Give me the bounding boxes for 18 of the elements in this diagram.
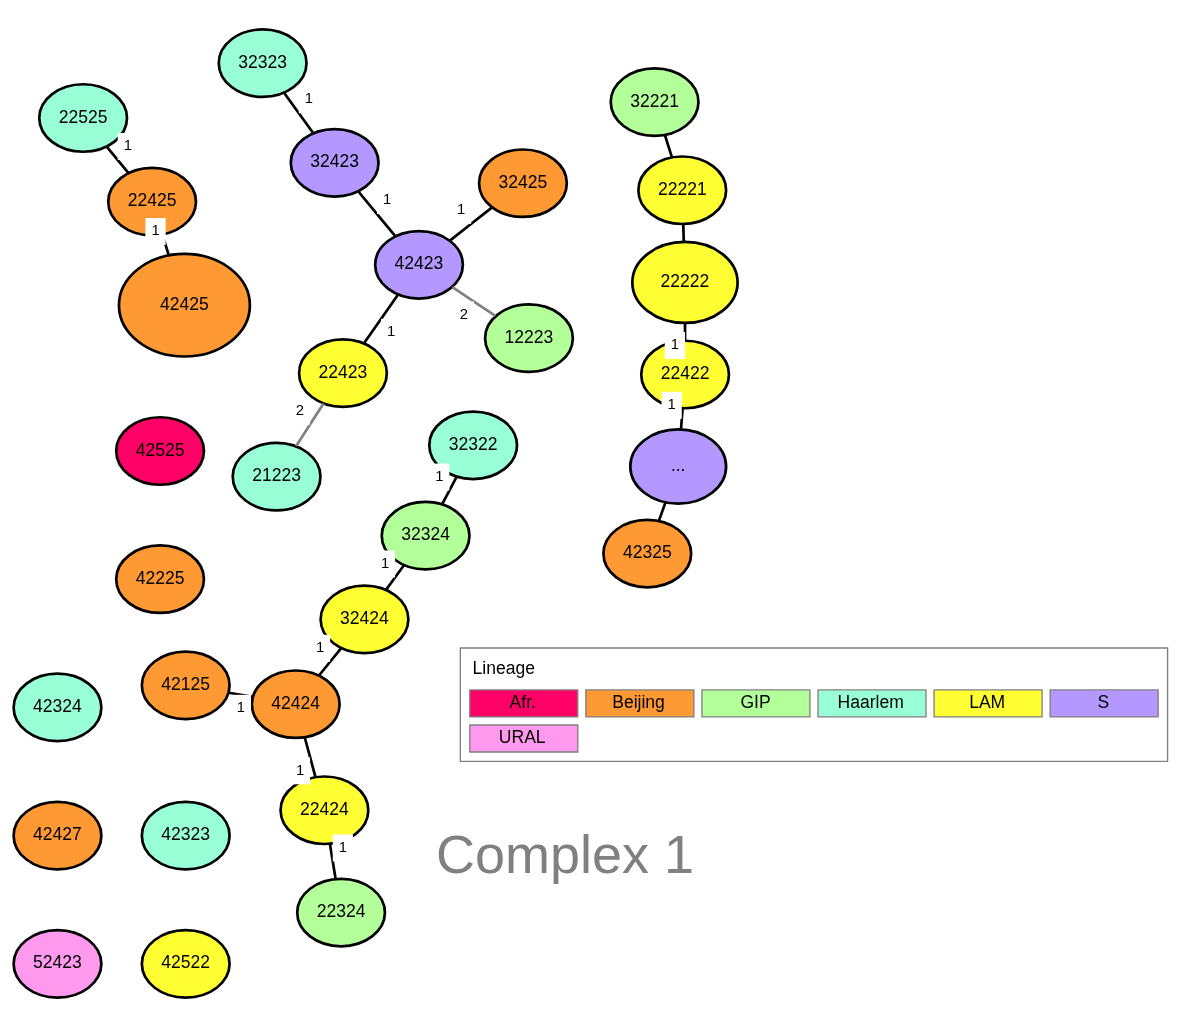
legend-label: GIP xyxy=(740,691,771,712)
edge-label: 1 xyxy=(151,221,160,238)
legend-label: URAL xyxy=(498,726,546,747)
edge-label: 1 xyxy=(383,190,392,207)
edge-label: 1 xyxy=(667,395,676,412)
edge-label: 1 xyxy=(670,335,680,352)
legend-label: Haarlem xyxy=(837,691,904,712)
edge-label: 1 xyxy=(236,698,245,715)
label: Complex 1 xyxy=(435,823,694,884)
label: Lineage xyxy=(472,657,535,678)
legend-label: LAM xyxy=(969,691,1006,712)
edge-label: 1 xyxy=(457,200,466,217)
edge-label: 2 xyxy=(459,305,468,322)
edge-label: 1 xyxy=(380,554,390,571)
legend-label: Beijing xyxy=(612,691,665,712)
edge-label: 1 xyxy=(387,322,396,339)
legend-label: S xyxy=(1097,691,1110,712)
legend-label: Afr. xyxy=(509,691,536,712)
